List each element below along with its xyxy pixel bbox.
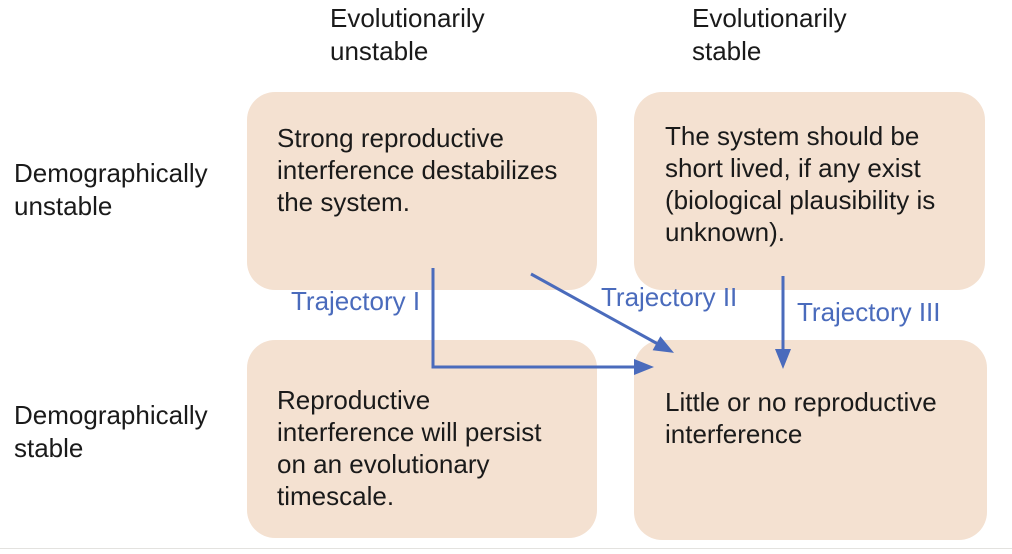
column-header-evolutionarily-stable: Evolutionarily stable (692, 3, 847, 66)
cell-bottom-right: Little or no reproductive interference (634, 340, 987, 540)
cell-top-right: The system should be short lived, if any… (634, 92, 985, 290)
trajectory-3-label: Trajectory III (797, 297, 941, 327)
trajectory-2-label: Trajectory II (601, 282, 738, 312)
cell-bottom-left-text: Reproductive interference will persist o… (277, 385, 542, 511)
bottom-divider (0, 548, 1012, 549)
cell-bottom-right-text: Little or no reproductive interference (665, 387, 937, 449)
row-label-demographically-stable: Demographically stable (14, 400, 208, 463)
cell-top-left: Strong reproductive interference destabi… (247, 92, 597, 290)
cell-top-right-text: The system should be short lived, if any… (665, 121, 936, 247)
trajectory-1-label: Trajectory I (291, 286, 421, 316)
cell-top-left-text: Strong reproductive interference destabi… (277, 123, 558, 217)
cell-bottom-left: Reproductive interference will persist o… (247, 340, 597, 538)
column-header-evolutionarily-unstable: Evolutionarily unstable (330, 3, 485, 66)
row-label-demographically-unstable: Demographically unstable (14, 158, 208, 221)
